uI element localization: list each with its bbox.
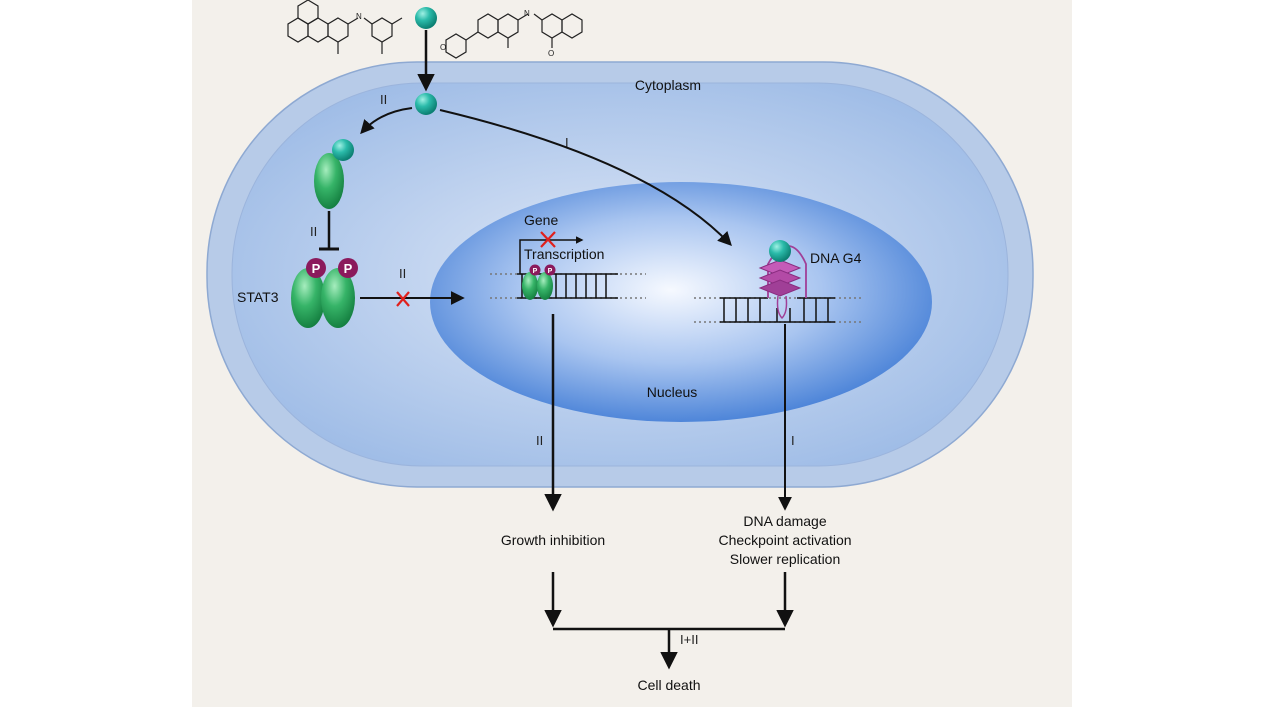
chemical-structure-left: N (287, 0, 403, 54)
svg-text:N: N (356, 12, 362, 21)
pathway-label-combined: I+II (680, 632, 698, 647)
pathway-label-stat3-nucleus: II (399, 266, 406, 281)
chemical-structure-right: O N O (440, 9, 583, 59)
growth-inhibition-label: Growth inhibition (501, 532, 605, 548)
nucleus-label: Nucleus (647, 384, 698, 400)
slower-replication-label: Slower replication (730, 551, 841, 567)
nucleus (430, 182, 932, 422)
checkpoint-activation-label: Checkpoint activation (718, 532, 851, 548)
pathway-label-entry-g4: I (565, 135, 569, 150)
svg-text:O: O (440, 43, 446, 52)
phospho-badge-small-left: P (529, 264, 541, 276)
svg-text:P: P (344, 261, 353, 276)
g4-dna (694, 297, 864, 323)
ligand-bound (332, 139, 354, 161)
svg-text:N: N (524, 9, 530, 18)
pathway-label-g4-damage: I (791, 433, 795, 448)
arrow-to-g4 (439, 109, 732, 247)
svg-text:P: P (312, 261, 321, 276)
svg-text:O: O (548, 49, 554, 58)
transcription-label: Transcription (524, 246, 604, 262)
svg-text:P: P (548, 268, 553, 275)
cytoplasm-label: Cytoplasm (635, 77, 701, 93)
stat3-bound-left (522, 272, 538, 300)
svg-text:P: P (533, 268, 538, 275)
dna-g4-label: DNA G4 (810, 250, 862, 266)
pathway-label-stat3-inhibition: II (310, 224, 317, 239)
ligand-on-g4 (769, 240, 791, 262)
pathway-label-nucleus-growth: II (536, 433, 543, 448)
dna-damage-label: DNA damage (743, 513, 826, 529)
stat3-label: STAT3 (237, 289, 279, 305)
transcription-start-arrow (519, 236, 584, 274)
arrow-to-stat3 (360, 107, 413, 135)
stat3-monomer (314, 153, 344, 209)
block-cross-translocation (396, 291, 410, 307)
phospho-badge-small-right: P (544, 264, 556, 276)
phospho-badge-left: P (306, 258, 326, 278)
g-quadruplex-icon (758, 240, 807, 320)
pathway-label-entry-stat3: II (380, 92, 387, 107)
ligand-cytoplasm (415, 93, 437, 115)
stat3-dimer-right (321, 268, 355, 328)
block-cross-transcription (540, 231, 556, 248)
phospho-badge-right: P (338, 258, 358, 278)
ligand-outside (415, 7, 437, 29)
gene-label: Gene (524, 212, 558, 228)
stat3-bound-right (537, 272, 553, 300)
cell-death-label: Cell death (637, 677, 700, 693)
stat3-dimer-left (291, 268, 325, 328)
